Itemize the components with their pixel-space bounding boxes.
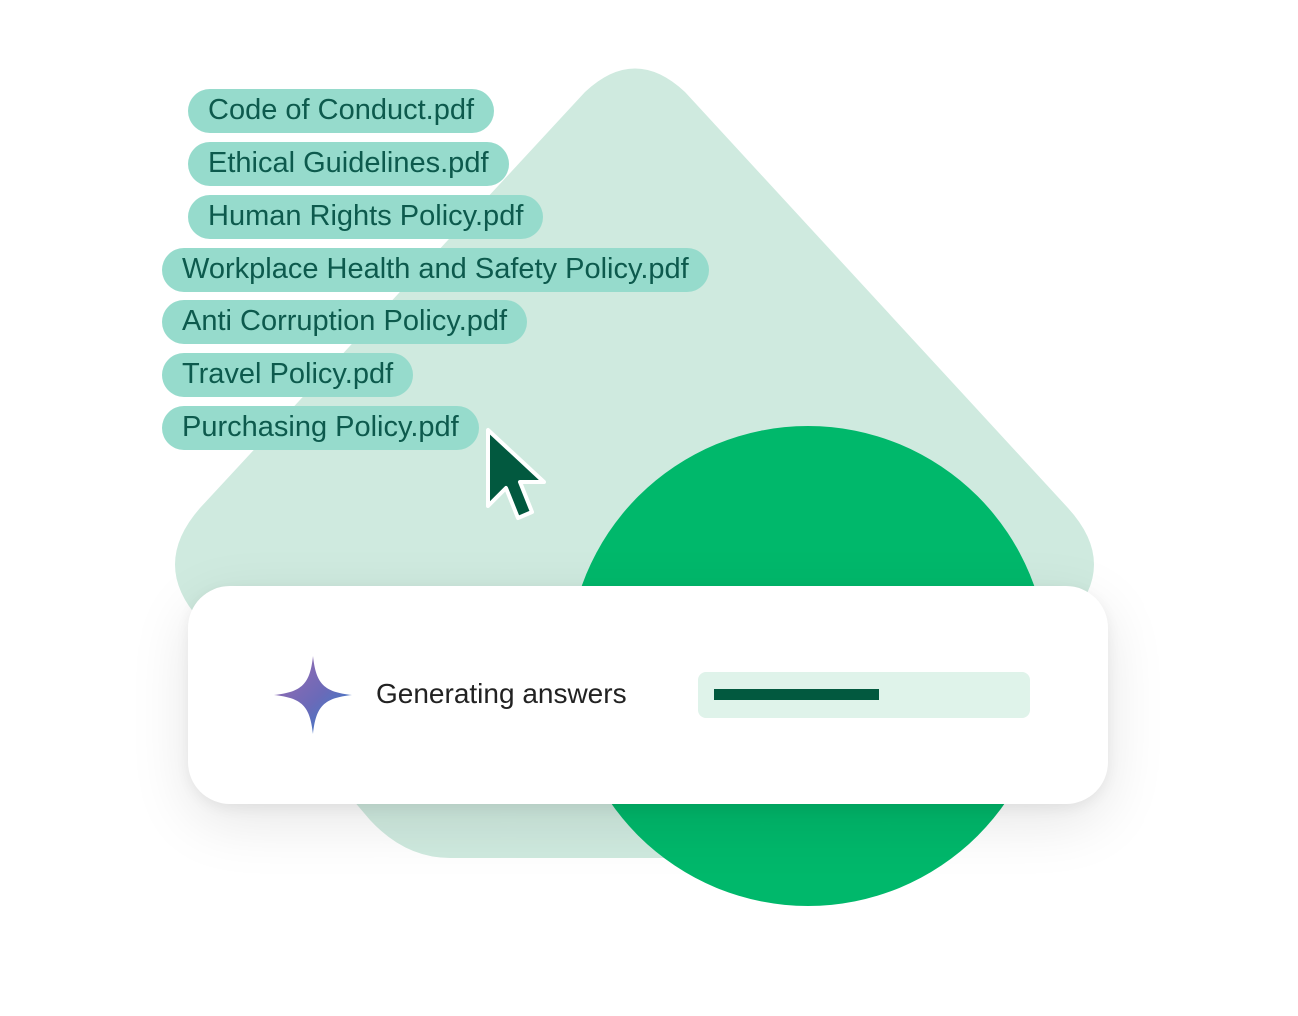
generating-answers-label: Generating answers xyxy=(376,678,627,709)
generating-status-card: Generating answers xyxy=(188,586,1108,804)
file-chip-code-of-conduct[interactable]: Code of Conduct.pdf xyxy=(188,89,495,133)
file-chip-anti-corruption-policy[interactable]: Anti Corruption Policy.pdf xyxy=(162,300,528,344)
progress-bar-fill xyxy=(714,689,879,700)
file-chip-human-rights-policy[interactable]: Human Rights Policy.pdf xyxy=(188,195,544,239)
file-chip-ethical-guidelines[interactable]: Ethical Guidelines.pdf xyxy=(188,142,509,186)
file-chip-workplace-health-safety-policy[interactable]: Workplace Health and Safety Policy.pdf xyxy=(162,248,709,292)
sparkle-icon xyxy=(274,656,352,734)
mouse-cursor-icon xyxy=(486,428,546,520)
file-chip-purchasing-policy[interactable]: Purchasing Policy.pdf xyxy=(162,406,479,450)
progress-bar xyxy=(698,672,1030,718)
file-chip-travel-policy[interactable]: Travel Policy.pdf xyxy=(162,353,414,397)
